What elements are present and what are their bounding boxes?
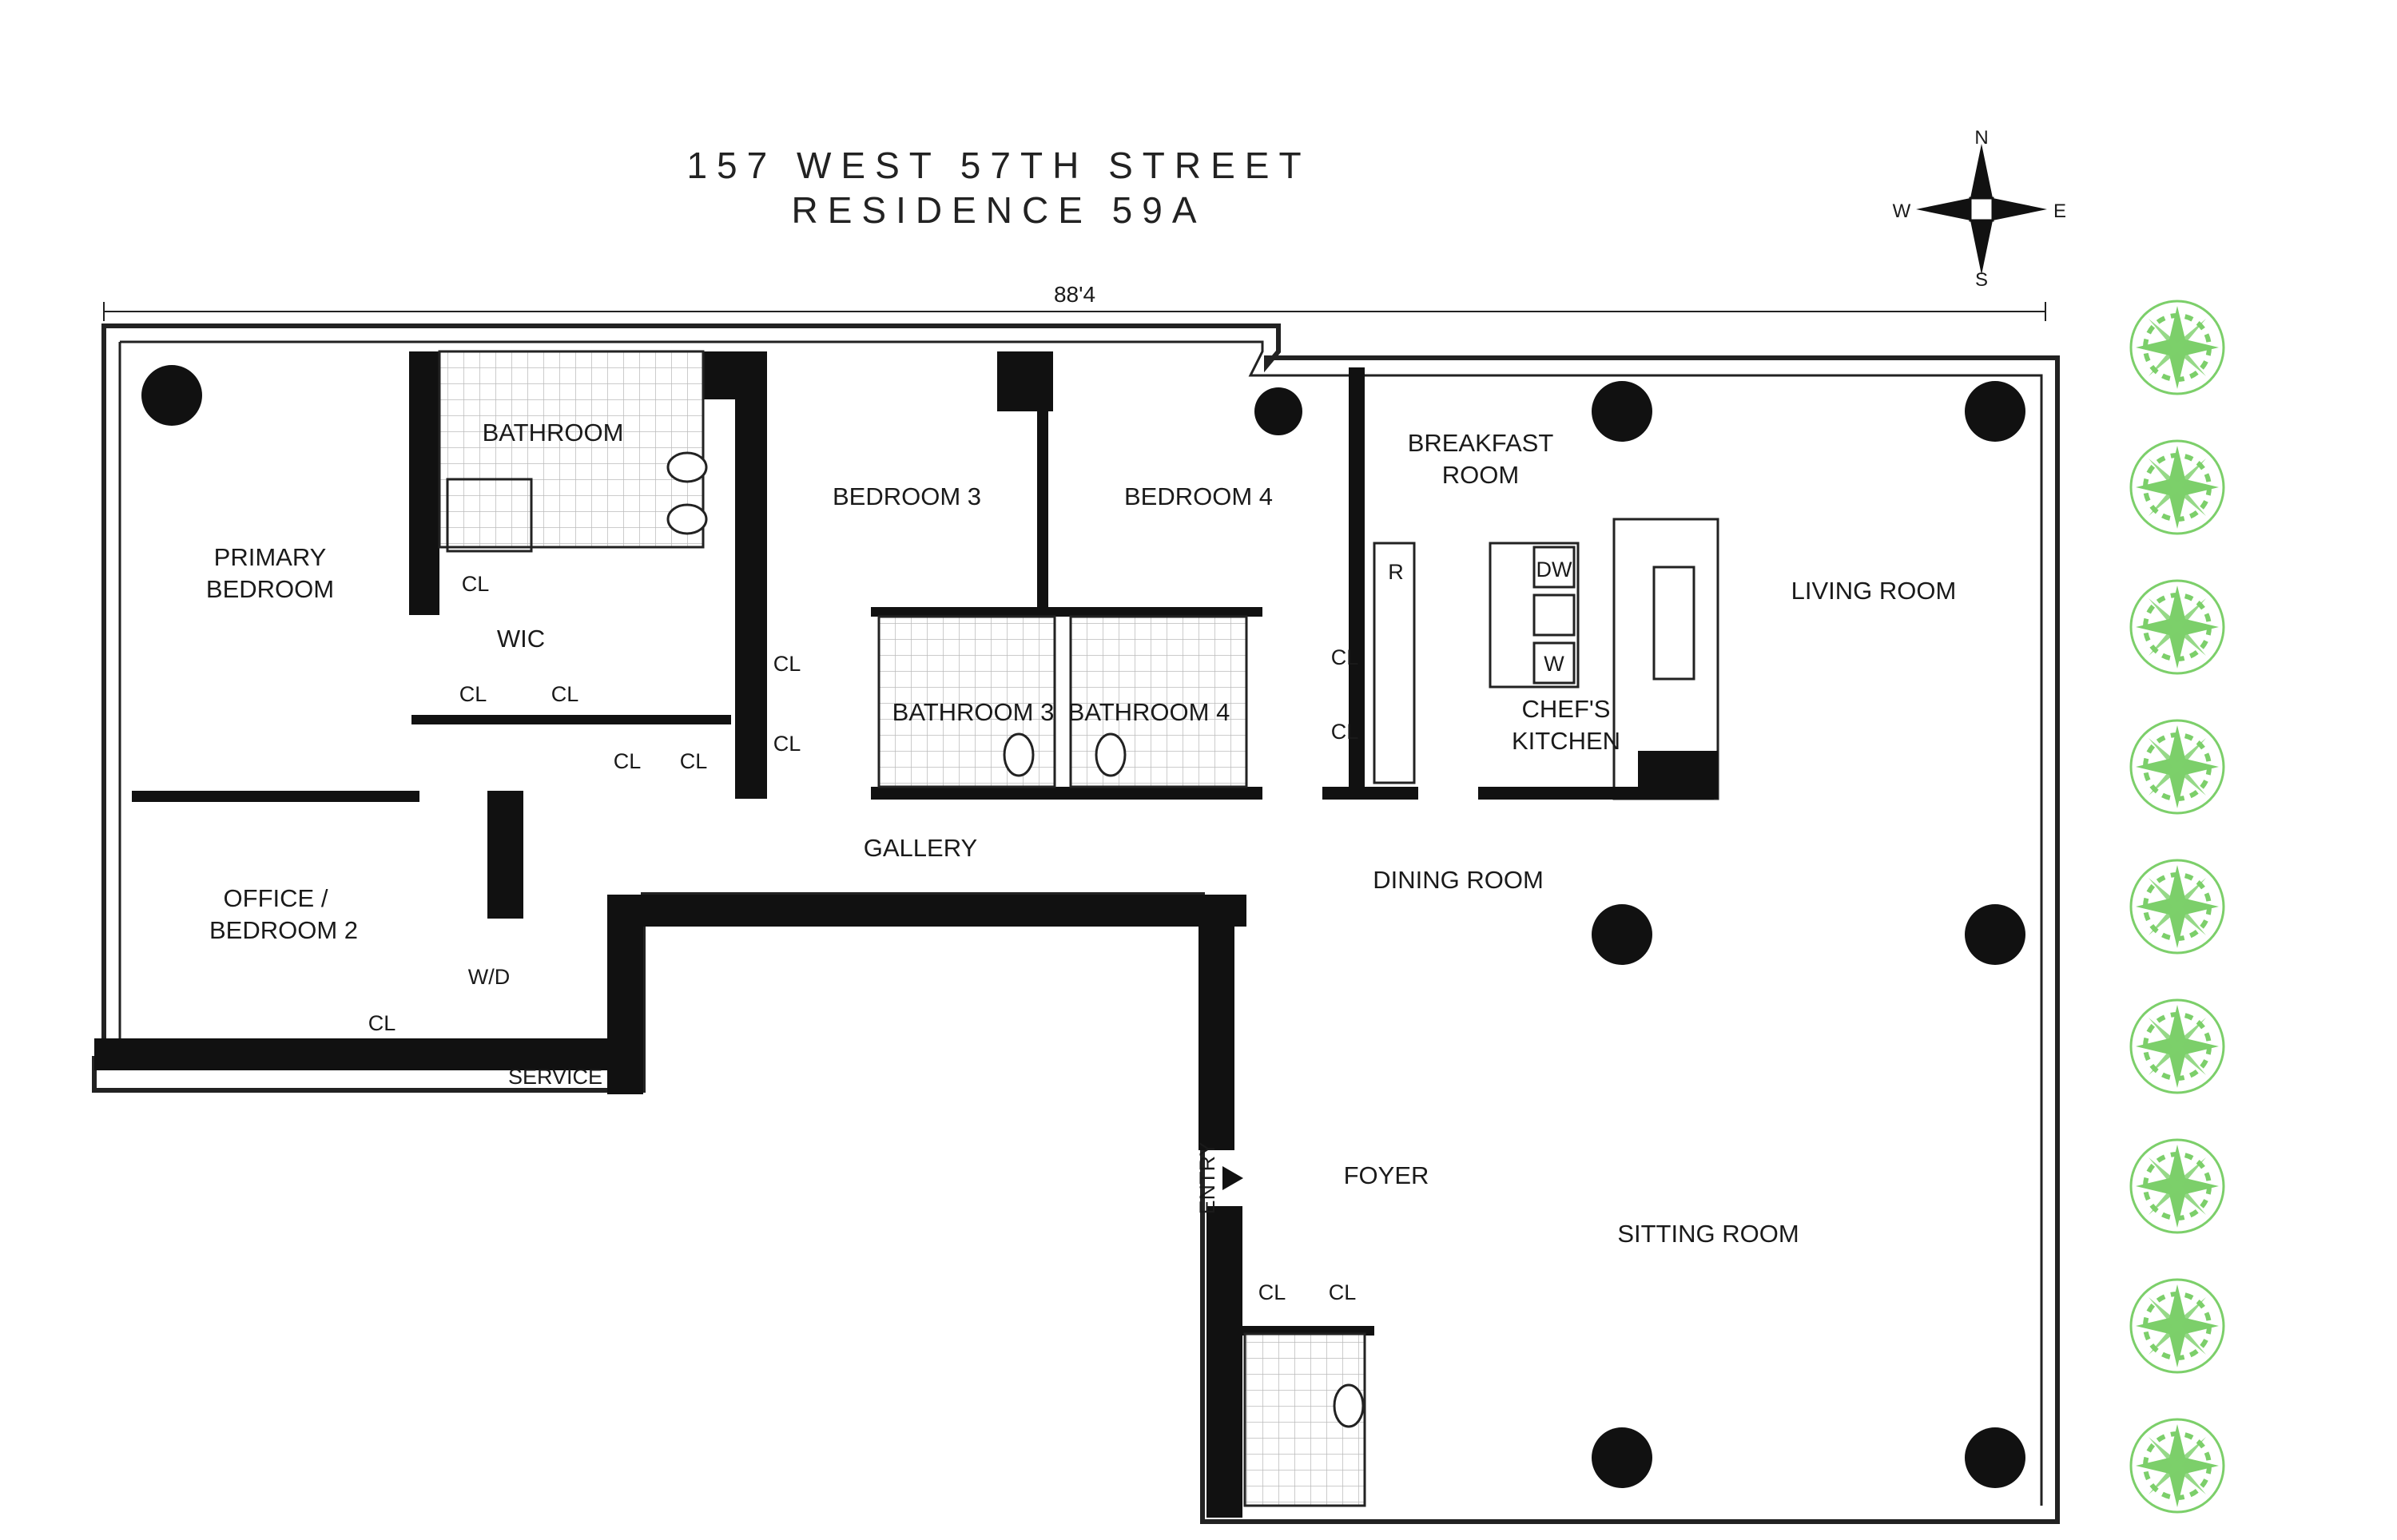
- closet-label: CL: [459, 682, 487, 706]
- label-primary-bedroom-1: PRIMARY: [214, 543, 327, 571]
- compass-west: W: [1893, 200, 1911, 222]
- exterior-walls: [92, 323, 2060, 1524]
- label-dining-room: DINING ROOM: [1373, 866, 1544, 894]
- label-gallery: GALLERY: [864, 834, 977, 862]
- closet-label: CL: [680, 749, 708, 773]
- refrigerator-label: R: [1388, 560, 1404, 584]
- washer-dryer-label: W/D: [468, 965, 510, 989]
- label-bathroom-3: BATHROOM 3: [892, 698, 1055, 726]
- label-living-room: LIVING ROOM: [1791, 577, 1957, 605]
- kitchen-island: [1373, 542, 1695, 784]
- label-primary-bedroom-2: BEDROOM: [206, 575, 334, 603]
- closet-label: CL: [1331, 645, 1359, 669]
- label-bedroom-4: BEDROOM 4: [1124, 482, 1273, 510]
- interior-walls: [132, 351, 1719, 1518]
- dimension-label: 88'4: [1054, 282, 1095, 307]
- label-entry: ENTRY: [1195, 1141, 1219, 1214]
- compass-north: N: [1974, 127, 1988, 149]
- dimension-line: [103, 302, 2046, 321]
- label-office-1: OFFICE /: [224, 884, 328, 912]
- label-bedroom-3: BEDROOM 3: [833, 482, 981, 510]
- address-title: 157 WEST 57TH STREET: [686, 145, 1311, 186]
- label-sitting-room: SITTING ROOM: [1617, 1220, 1799, 1248]
- entry-arrow-icon: [1222, 1166, 1243, 1190]
- bathroom-fixtures: [438, 350, 1366, 1507]
- label-bathroom: BATHROOM: [483, 419, 624, 447]
- label-breakfast-2: ROOM: [1442, 461, 1519, 489]
- residence-title: RESIDENCE 59A: [791, 189, 1206, 231]
- washer-label: W: [1544, 652, 1564, 676]
- dishwasher-label: DW: [1536, 558, 1572, 581]
- closet-label: CL: [1331, 720, 1359, 744]
- closet-label: CL: [551, 682, 579, 706]
- landscape-trees: [2131, 301, 2224, 1512]
- label-office-2: BEDROOM 2: [209, 916, 358, 944]
- compass-icon: [1916, 144, 2047, 275]
- closet-label: CL: [773, 732, 801, 756]
- label-bathroom-4: BATHROOM 4: [1068, 698, 1230, 726]
- closet-label: CL: [1258, 1280, 1286, 1304]
- structural-columns: [141, 365, 2025, 1488]
- closet-label: CL: [368, 1011, 396, 1035]
- compass-south: S: [1975, 269, 1988, 291]
- compass-east: E: [2053, 200, 2066, 222]
- closet-label: CL: [773, 652, 801, 676]
- closet-label: CL: [462, 572, 490, 596]
- closet-label: CL: [1329, 1280, 1357, 1304]
- label-foyer: FOYER: [1344, 1161, 1429, 1189]
- label-breakfast-1: BREAKFAST: [1408, 429, 1554, 457]
- label-kitchen-2: KITCHEN: [1512, 727, 1620, 755]
- label-kitchen-1: CHEF'S: [1522, 695, 1611, 723]
- label-wic: WIC: [497, 625, 545, 653]
- label-service: SERVICE: [508, 1065, 602, 1089]
- closet-label: CL: [614, 749, 642, 773]
